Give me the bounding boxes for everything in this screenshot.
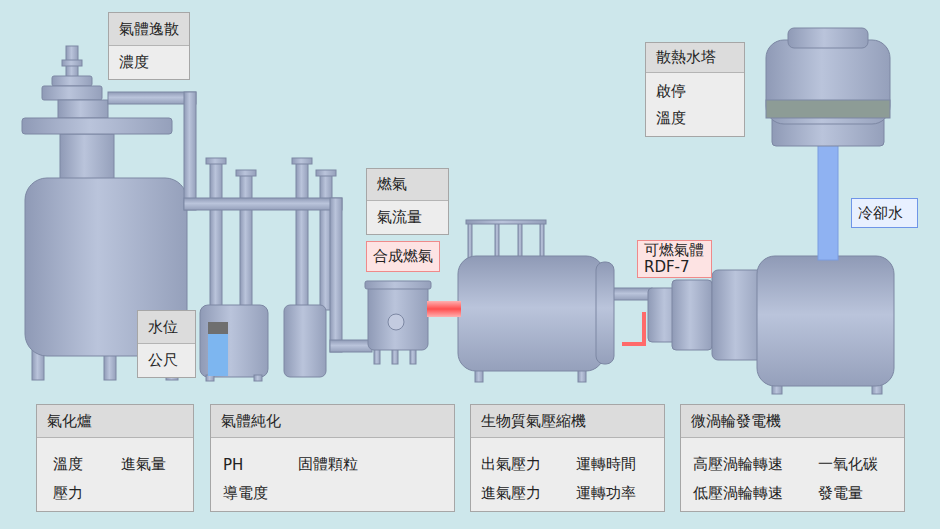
box-header: 水位 — [138, 311, 195, 344]
box-body: 公尺 — [138, 344, 195, 377]
parameter-label: 溫度 — [53, 455, 121, 474]
tag-text: 可燃氣體 — [644, 242, 705, 259]
equipment-panel: 氣化爐溫度進氣量壓力 — [36, 404, 194, 512]
parameter-label: 進氣壓力 — [481, 484, 576, 503]
stream-tag: 合成燃氣 — [366, 241, 440, 272]
equipment-panel: 生物質氣壓縮機出氣壓力運轉時間進氣壓力運轉功率 — [470, 404, 665, 512]
panel-body: 溫度進氣量壓力 — [37, 438, 193, 511]
panel-body: 高壓渦輪轉速一氧化碳低壓渦輪轉速發電量 — [681, 438, 904, 511]
parameter-label: 出氣壓力 — [481, 455, 576, 474]
panel-title: 生物質氣壓縮機 — [481, 412, 586, 431]
box-header: 散熱水塔 — [646, 43, 744, 73]
panel-header: 氣化爐 — [37, 405, 193, 438]
panel-header: 氣體純化 — [211, 405, 454, 438]
sensor-box: 燃氣氣流量 — [366, 168, 449, 235]
box-header: 氣體逸散 — [109, 13, 189, 46]
parameter-label: 一氧化碳 — [818, 455, 904, 474]
parameter-label: 進氣量 — [121, 455, 193, 474]
panel-header: 生物質氣壓縮機 — [471, 405, 664, 438]
tag-text: 合成燃氣 — [373, 248, 433, 265]
parameter-label: 高壓渦輪轉速 — [693, 455, 818, 474]
box-body: 氣流量 — [367, 201, 448, 234]
box-body: 濃度 — [109, 46, 189, 79]
panel-title: 氣化爐 — [47, 412, 92, 431]
parameter-label: 運轉時間 — [576, 455, 664, 474]
parameter-label: 運轉功率 — [576, 484, 664, 503]
value-label: 濃度 — [119, 49, 179, 76]
box-header: 燃氣 — [367, 169, 448, 201]
parameter-label: 導電度 — [223, 484, 298, 503]
parameter-label: PH — [223, 456, 298, 474]
panel-body: PH固體顆粒導電度 — [211, 438, 454, 511]
value-label: 公尺 — [148, 347, 185, 374]
panel-body: 出氣壓力運轉時間進氣壓力運轉功率 — [471, 438, 664, 511]
parameter-label: 發電量 — [818, 484, 904, 503]
box-body: 啟停溫度 — [646, 73, 744, 136]
parameter-label: 固體顆粒 — [298, 455, 454, 474]
tag-text: RDF-7 — [644, 259, 705, 276]
panel-title: 氣體純化 — [221, 412, 281, 431]
equipment-panel: 氣體純化 PH固體顆粒導電度 — [210, 404, 455, 512]
value-label: 啟停 — [656, 78, 734, 105]
header-text: 散熱水塔 — [656, 48, 716, 67]
tag-text: 冷卻水 — [858, 205, 911, 222]
header-text: 水位 — [148, 318, 178, 337]
parameter-label: 低壓渦輪轉速 — [693, 484, 818, 503]
sensor-box: 散熱水塔啟停溫度 — [645, 42, 745, 137]
value-label: 溫度 — [656, 105, 734, 132]
panel-title: 微渦輪發電機 — [691, 412, 781, 431]
sensor-box: 水位公尺 — [137, 310, 196, 378]
stream-tag: 冷卻水 — [851, 198, 918, 228]
header-text: 燃氣 — [377, 175, 407, 194]
stream-tag: 可燃氣體RDF-7 — [637, 240, 712, 278]
header-text: 氣體逸散 — [119, 20, 179, 39]
sensor-box: 氣體逸散濃度 — [108, 12, 190, 80]
value-label: 氣流量 — [377, 204, 438, 231]
panel-header: 微渦輪發電機 — [681, 405, 904, 438]
parameter-label: 壓力 — [53, 484, 121, 503]
equipment-panel: 微渦輪發電機高壓渦輪轉速一氧化碳低壓渦輪轉速發電量 — [680, 404, 905, 512]
